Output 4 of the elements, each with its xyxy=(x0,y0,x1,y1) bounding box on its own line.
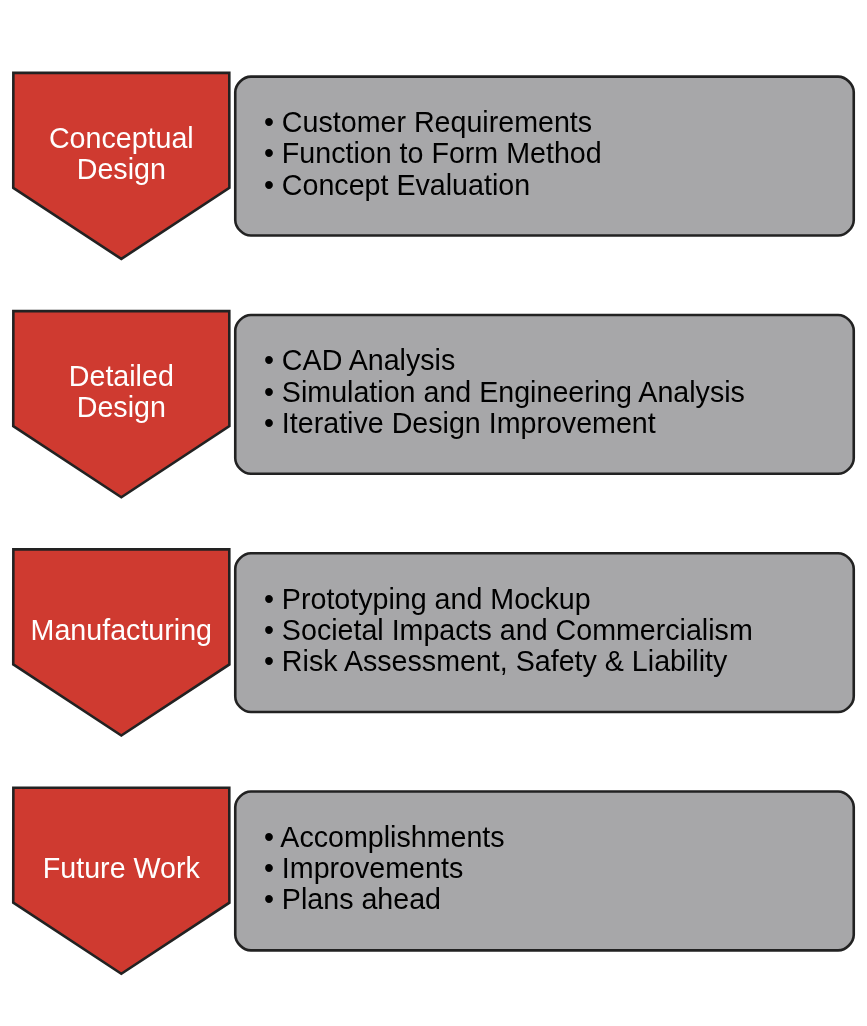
node-box: • CAD Analysis • Simulation and Engineering Analysis • Iterative Design Improvement xyxy=(233,313,856,475)
node-box: • Prototyping and Mockup • Societal Impacts and Commercialism • Risk Assessment, Safety & Liability xyxy=(233,551,856,713)
node-box: • Accomplishments • Improvements • Plans ahead xyxy=(233,789,856,952)
node-box: • Customer Requirements • Function to Form Method • Concept Evaluation xyxy=(233,74,856,237)
